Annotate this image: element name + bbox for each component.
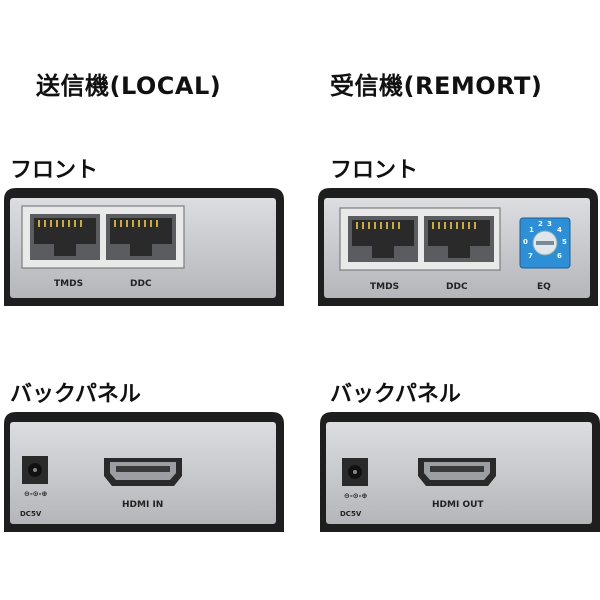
remote-power-jack	[342, 458, 368, 486]
remote-power-label: DC5V	[340, 510, 362, 518]
remote-ddc-label: DDC	[446, 282, 468, 292]
svg-text:6: 6	[557, 252, 562, 260]
local-hdmi-port	[104, 458, 182, 486]
local-front-panel: TMDS DDC	[2, 186, 286, 308]
eq-label: EQ	[537, 282, 551, 292]
svg-text:4: 4	[557, 226, 562, 234]
svg-text:0: 0	[523, 238, 528, 246]
local-tmds-label: TMDS	[54, 279, 83, 289]
remote-back-panel: ⊖-⊙-⊕ DC5V HDMI OUT	[318, 410, 600, 534]
eq-dial[interactable]: 2 3 4 5 6 1 0 7	[519, 217, 571, 269]
local-power-jack	[22, 456, 48, 484]
local-title: 送信機(LOCAL)	[36, 72, 222, 100]
svg-text:2: 2	[538, 220, 543, 228]
remote-hdmi-port	[418, 458, 496, 486]
local-hdmi-label: HDMI IN	[122, 500, 163, 510]
remote-tmds-label: TMDS	[370, 282, 399, 292]
remote-front-panel: 2 3 4 5 6 1 0 7 TMDS DDC EQ	[316, 186, 600, 308]
svg-text:1: 1	[529, 226, 534, 234]
svg-text:⊖-⊙-⊕: ⊖-⊙-⊕	[344, 492, 367, 500]
local-ddc-port	[106, 214, 176, 260]
remote-ddc-port	[424, 216, 494, 262]
local-back-heading: バックパネル	[10, 382, 141, 407]
remote-tmds-port	[348, 216, 418, 262]
remote-back-heading: バックパネル	[330, 382, 461, 407]
remote-front-heading: フロント	[330, 158, 419, 183]
remote-title: 受信機(REMORT)	[330, 72, 543, 100]
local-front-heading: フロント	[10, 158, 99, 183]
svg-text:5: 5	[562, 238, 567, 246]
svg-text:3: 3	[547, 220, 552, 228]
local-back-panel: ⊖-⊙-⊕ DC5V HDMI IN	[2, 410, 286, 534]
svg-text:7: 7	[528, 252, 533, 260]
local-power-label: DC5V	[20, 510, 42, 518]
local-tmds-port	[30, 214, 100, 260]
local-ddc-label: DDC	[130, 279, 152, 289]
svg-text:⊖-⊙-⊕: ⊖-⊙-⊕	[24, 490, 47, 498]
remote-hdmi-label: HDMI OUT	[432, 500, 484, 510]
